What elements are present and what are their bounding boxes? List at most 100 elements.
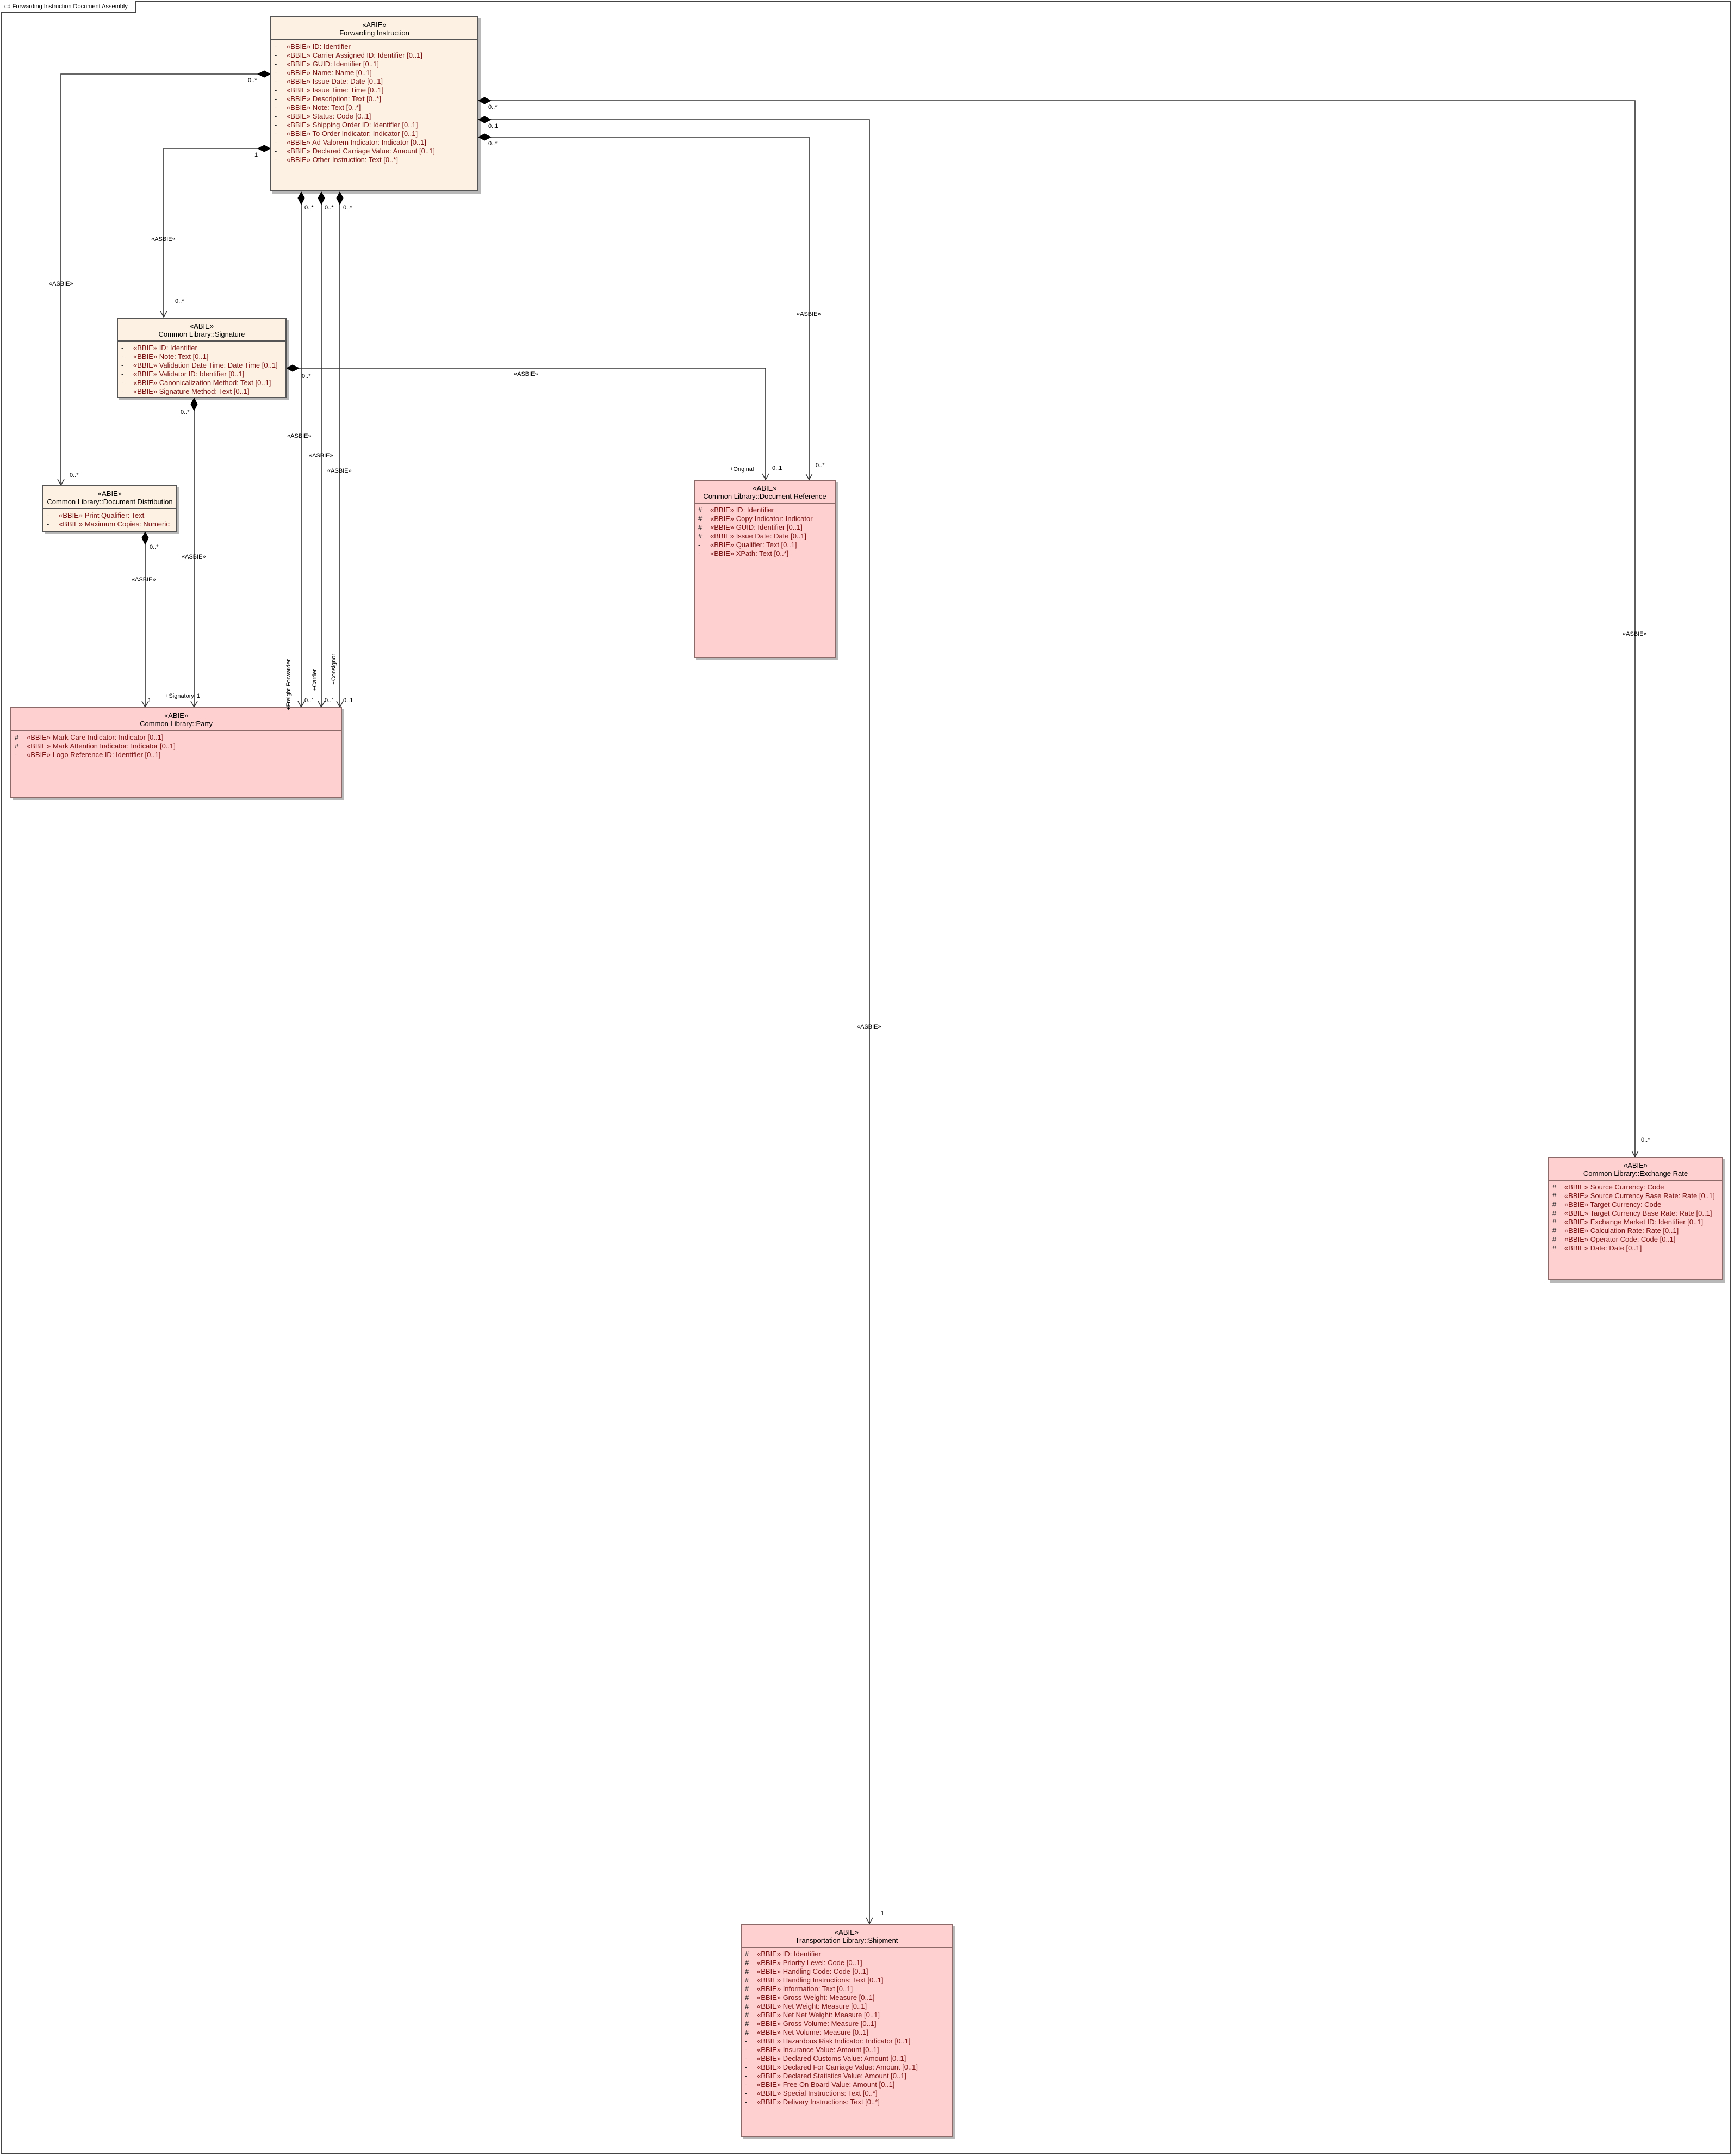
attribute-text: «BBIE» Handling Code: Code [0..1] <box>757 1967 868 1975</box>
attribute-row: -«BBIE» Qualifier: Text [0..1] <box>698 541 832 549</box>
asbie-label: «ASBIE» <box>287 433 312 439</box>
attribute-row: #«BBIE» Mark Care Indicator: Indicator [… <box>15 733 339 742</box>
attribute-list: -«BBIE» ID: Identifier-«BBIE» Carrier As… <box>271 40 477 164</box>
asbie-label: «ASBIE» <box>182 554 206 560</box>
class-header: «ABIE» Common Library::Signature <box>118 319 285 342</box>
multiplicity-label: 0..* <box>325 205 334 211</box>
attribute-text: «BBIE» Date: Date [0..1] <box>1564 1244 1642 1252</box>
attribute-row: -«BBIE» Maximum Copies: Numeric <box>47 520 174 529</box>
attribute-text: «BBIE» Print Qualifier: Text <box>59 511 145 519</box>
attribute-row: -«BBIE» Hazardous Risk Indicator: Indica… <box>745 2037 949 2046</box>
multiplicity-label: 1 <box>881 1910 885 1917</box>
assoc-signature-document-reference[interactable] <box>287 368 766 480</box>
assoc-fi-document-reference[interactable] <box>478 137 809 480</box>
attribute-visibility: # <box>1552 1235 1557 1243</box>
attribute-text: «BBIE» XPath: Text [0..*] <box>710 549 789 557</box>
attribute-text: «BBIE» Note: Text [0..*] <box>287 103 361 111</box>
multiplicity-label: 0..1 <box>325 697 335 704</box>
attribute-row: -«BBIE» Free On Board Value: Amount [0..… <box>745 2080 949 2089</box>
attribute-text: «BBIE» To Order Indicator: Indicator [0.… <box>287 129 418 138</box>
class-party[interactable]: «ABIE» Common Library::Party #«BBIE» Mar… <box>10 707 342 798</box>
attribute-visibility: # <box>745 1985 749 1993</box>
assoc-fi-signature[interactable] <box>164 148 270 317</box>
assoc-fi-shipment[interactable] <box>478 120 869 1924</box>
attribute-row: #«BBIE» Operator Code: Code [0..1] <box>1552 1235 1720 1244</box>
attribute-row: #«BBIE» Net Volume: Measure [0..1] <box>745 2028 949 2037</box>
attribute-text: «BBIE» Insurance Value: Amount [0..1] <box>757 2046 879 2054</box>
attribute-text: «BBIE» Source Currency Base Rate: Rate [… <box>1564 1192 1715 1200</box>
attribute-text: «BBIE» Canonicalization Method: Text [0.… <box>133 379 271 387</box>
attribute-row: -«BBIE» XPath: Text [0..*] <box>698 549 832 558</box>
attribute-text: «BBIE» Information: Text [0..1] <box>757 1985 853 1993</box>
multiplicity-label: 0..* <box>304 205 314 211</box>
class-exchange-rate[interactable]: «ABIE» Common Library::Exchange Rate #«B… <box>1548 1157 1723 1280</box>
class-stereotype: «ABIE» <box>753 484 777 492</box>
attribute-visibility: # <box>15 742 19 750</box>
attribute-visibility: - <box>698 541 701 549</box>
attribute-visibility: - <box>275 121 277 129</box>
class-name: Forwarding Instruction <box>339 29 409 37</box>
diagram-title: cd Forwarding Instruction Document Assem… <box>1 1 136 13</box>
attribute-visibility: # <box>745 2002 749 2010</box>
attribute-text: «BBIE» Free On Board Value: Amount [0..1… <box>757 2080 895 2089</box>
attribute-text: «BBIE» Shipping Order ID: Identifier [0.… <box>287 121 418 129</box>
attribute-visibility: - <box>745 2063 748 2071</box>
class-header: «ABIE» Common Library::Document Referenc… <box>695 481 835 504</box>
attribute-row: #«BBIE» Copy Indicator: Indicator <box>698 515 832 523</box>
attribute-text: «BBIE» Mark Care Indicator: Indicator [0… <box>27 733 164 741</box>
attribute-list: - «BBIE» Print Qualifier: Text-«BBIE» Max… <box>43 509 176 529</box>
attribute-list: # «BBIE» Mark Care Indicator: Indicator [… <box>11 731 341 759</box>
attribute-row: #«BBIE» Priority Level: Code [0..1] <box>745 1959 949 1967</box>
attribute-visibility: # <box>1552 1226 1557 1235</box>
attribute-visibility: - <box>745 2054 748 2062</box>
attribute-row: -«BBIE» Declared For Carriage Value: Amo… <box>745 2063 949 2072</box>
multiplicity-label: 1 <box>197 693 201 699</box>
attribute-visibility: # <box>745 2019 749 2028</box>
class-stereotype: «ABIE» <box>97 490 122 498</box>
class-signature[interactable]: «ABIE» Common Library::Signature -«BBIE»… <box>117 318 287 398</box>
attribute-row: #«BBIE» Calculation Rate: Rate [0..1] <box>1552 1226 1720 1235</box>
class-header: «ABIE» Transportation Library::Shipment <box>742 1925 952 1948</box>
class-header: «ABIE» Forwarding Instruction <box>271 17 477 40</box>
attribute-visibility: - <box>47 511 49 519</box>
attribute-text: «BBIE» Description: Text [0..*] <box>287 95 381 103</box>
attribute-text: «BBIE» Target Currency: Code <box>1564 1200 1662 1209</box>
attribute-visibility: # <box>745 1976 749 1984</box>
attribute-row: #«BBIE» Mark Attention Indicator: Indica… <box>15 742 339 751</box>
attribute-text: «BBIE» Handling Instructions: Text [0..1… <box>757 1976 884 1984</box>
class-name: Common Library::Exchange Rate <box>1583 1169 1688 1178</box>
attribute-visibility: # <box>1552 1183 1557 1191</box>
attribute-text: «BBIE» Target Currency Base Rate: Rate [… <box>1564 1209 1712 1217</box>
attribute-text: «BBIE» Maximum Copies: Numeric <box>59 520 170 528</box>
attribute-row: #«BBIE» Source Currency Base Rate: Rate … <box>1552 1192 1720 1200</box>
attribute-row: -«BBIE» GUID: Identifier [0..1] <box>275 60 475 69</box>
attribute-list: #«BBIE» Source Currency: Code#«BBIE» Sou… <box>1549 1181 1722 1253</box>
class-document-reference[interactable]: «ABIE» Common Library::Document Referenc… <box>694 480 836 658</box>
attribute-visibility: - <box>121 361 124 369</box>
attribute-text: «BBIE» Logo Reference ID: Identifier [0.… <box>27 751 161 759</box>
class-forwarding-instruction[interactable]: «ABIE» Forwarding Instruction -«BBIE» ID… <box>270 16 478 191</box>
attribute-text: «BBIE» Hazardous Risk Indicator: Indicat… <box>757 2037 911 2045</box>
attribute-text: «BBIE» Carrier Assigned ID: Identifier [… <box>287 51 423 59</box>
attribute-visibility: - <box>745 2072 748 2080</box>
attribute-visibility: - <box>745 2080 748 2089</box>
attribute-text: «BBIE» Name: Name [0..1] <box>287 69 372 77</box>
attribute-visibility: - <box>275 86 277 94</box>
attribute-list: #«BBIE» ID: Identifier#«BBIE» Priority L… <box>742 1948 952 2107</box>
attribute-row: #«BBIE» GUID: Identifier [0..1] <box>698 523 832 532</box>
asbie-label: «ASBIE» <box>1623 631 1647 637</box>
attribute-row: #«BBIE» ID: Identifier <box>745 1950 949 1959</box>
assoc-fi-exchange-rate[interactable] <box>478 101 1635 1157</box>
attribute-text: «BBIE» Priority Level: Code [0..1] <box>757 1959 862 1967</box>
assoc-fi-document-distribution[interactable] <box>61 74 270 485</box>
class-document-distribution[interactable]: «ABIE» Common Library::Document Distribu… <box>42 485 177 532</box>
class-stereotype: «ABIE» <box>189 322 214 330</box>
attribute-row: -«BBIE» Insurance Value: Amount [0..1] <box>745 2046 949 2054</box>
multiplicity-label: 1 <box>148 697 152 704</box>
attribute-text: «BBIE» Validator ID: Identifier [0..1] <box>133 370 245 378</box>
attribute-row: #«BBIE» Handling Code: Code [0..1] <box>745 1967 949 1976</box>
class-shipment[interactable]: «ABIE» Transportation Library::Shipment … <box>741 1924 953 2137</box>
attribute-row: -«BBIE» Special Instructions: Text [0..*… <box>745 2089 949 2098</box>
attribute-list: #«BBIE» ID: Identifier#«BBIE» Copy Indic… <box>695 504 835 558</box>
